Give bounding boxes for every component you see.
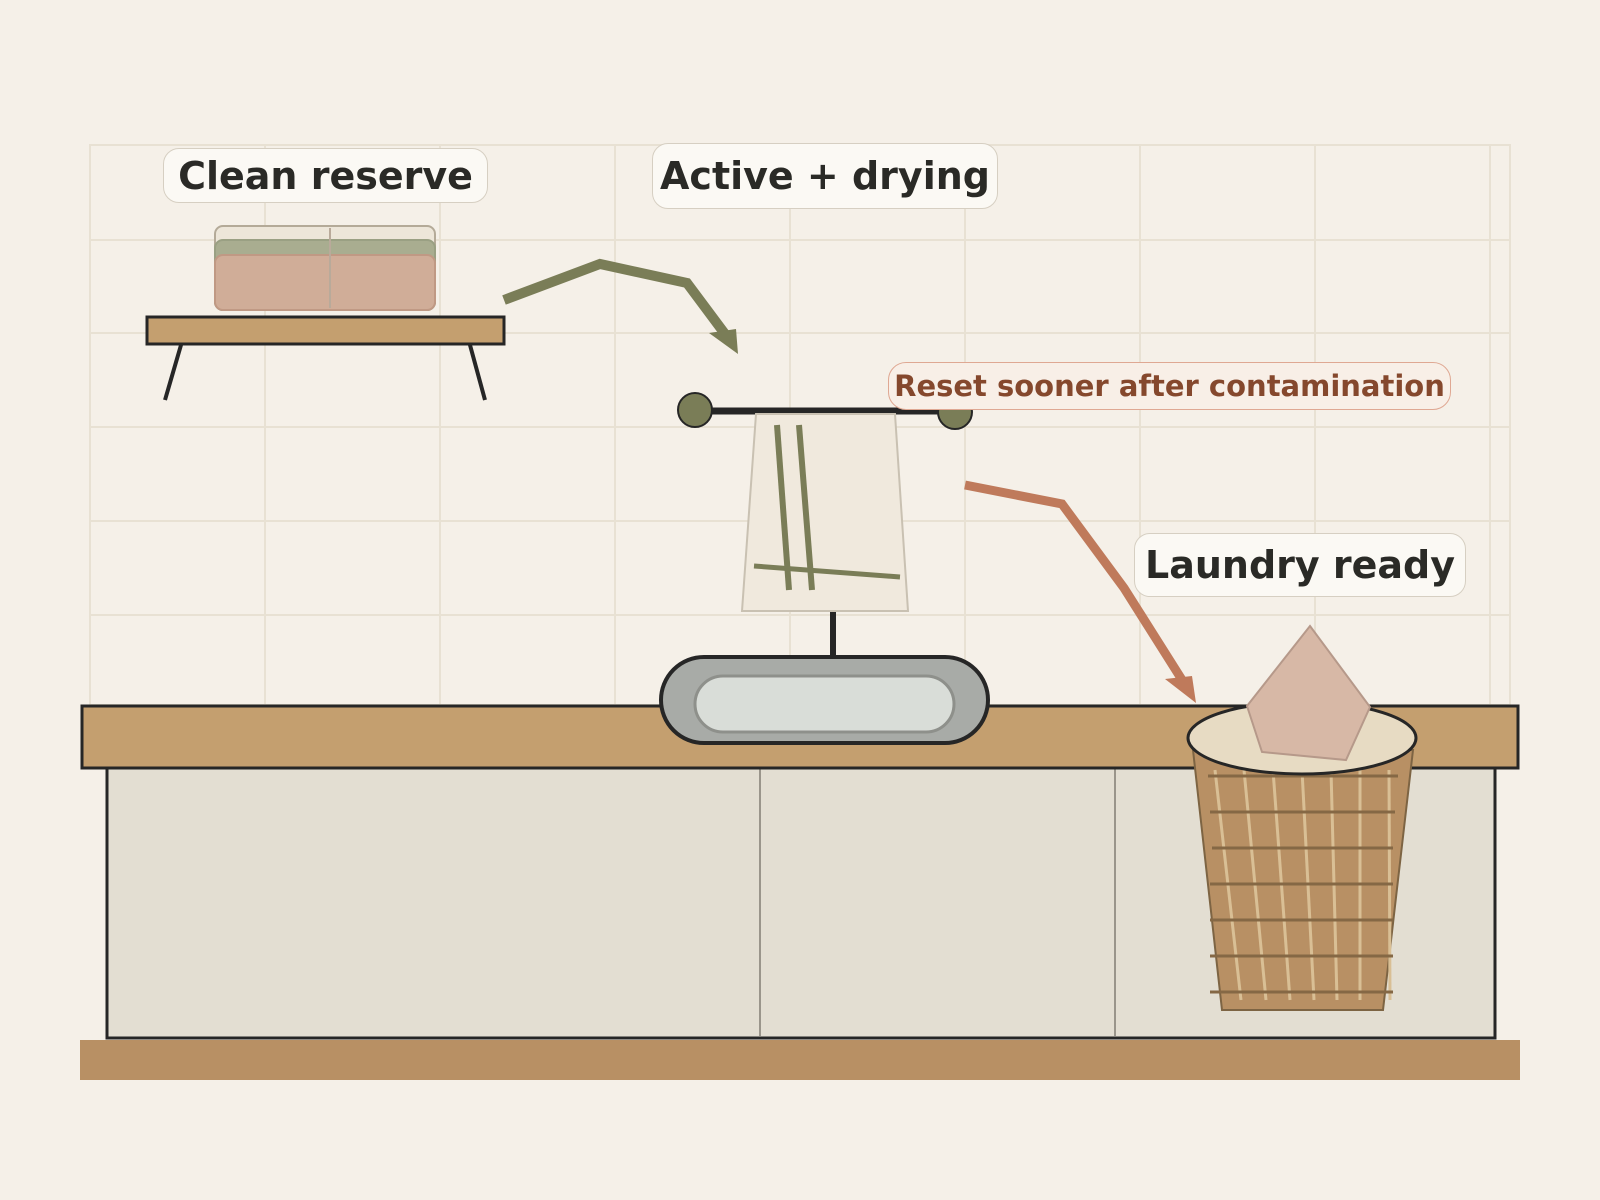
folded-towels-icon: [214, 225, 436, 311]
clean-reserve-label: Clean reserve: [163, 148, 488, 203]
dirty-towel-icon: [1245, 624, 1372, 762]
shelf-icon: [145, 315, 506, 401]
flow-arrow-icon: [502, 258, 738, 354]
reset-note-label: Reset sooner after contamination: [888, 362, 1451, 410]
laundry-basket-icon: [1186, 700, 1418, 1011]
flow-arrow-icon: [964, 480, 1196, 703]
hanging-towel-icon: [740, 413, 910, 612]
laundry-ready-label: Laundry ready: [1134, 533, 1466, 597]
sink-icon: [659, 655, 990, 745]
active-drying-label: Active + drying: [652, 143, 998, 209]
